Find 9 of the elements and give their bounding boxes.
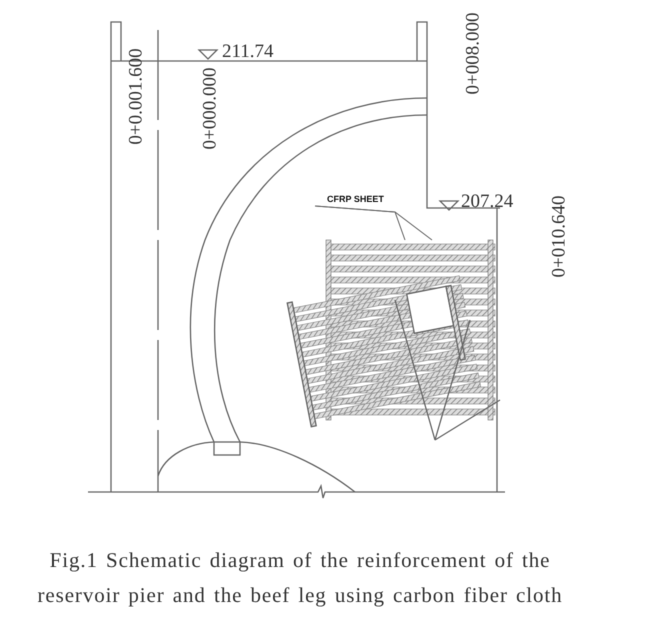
figure-caption: Fig.1 Schematic diagram of the reinforcement of the reservoir pier and the beef leg using carbon fiber cloth — [36, 547, 564, 609]
chainage-label: 0+008.000 — [462, 12, 482, 94]
leader-line — [314, 206, 432, 240]
elevation-label: 207.24 — [461, 192, 514, 211]
chainage-label: 0+000.000 — [200, 68, 219, 150]
part-label: CFRP SHEET — [327, 195, 384, 204]
elevation-label: 211.74 — [222, 42, 274, 61]
chainage-label: 0+0.001.600 — [126, 48, 146, 144]
chainage-label: 0+010.640 — [548, 196, 568, 278]
